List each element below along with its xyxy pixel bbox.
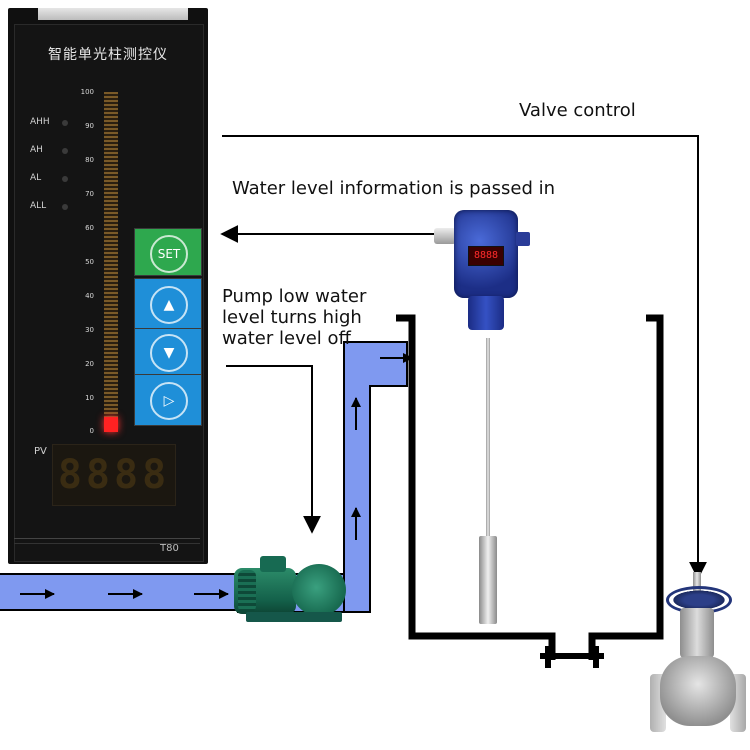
pv-display-value: 8888 — [57, 452, 171, 498]
pump-control-line — [226, 365, 321, 534]
scale-tick: 0 — [89, 427, 94, 435]
alarm-label-all: ALL — [30, 201, 47, 211]
scale-tick: 60 — [85, 224, 94, 232]
down-key[interactable]: ▼ — [134, 328, 202, 376]
pv-label: PV — [34, 446, 47, 457]
alarm-led — [62, 120, 68, 126]
pump-fan-cover — [238, 570, 256, 612]
transmitter-cap — [516, 232, 530, 246]
scale-tick: 70 — [85, 190, 94, 198]
alarm-label-ahh: AHH — [30, 117, 50, 127]
set-key[interactable]: SET — [134, 228, 202, 276]
scale-tick: 20 — [85, 360, 94, 368]
controller-top-bezel — [38, 8, 188, 20]
alarm-led — [62, 176, 68, 182]
shift-key[interactable]: ▷ — [134, 374, 202, 426]
set-key-label: SET — [150, 235, 188, 273]
probe-rod — [486, 338, 490, 538]
tank-outlet — [540, 646, 604, 668]
scale-tick: 80 — [85, 156, 94, 164]
scale-tick: 10 — [85, 394, 94, 402]
level-transmitter: 8888 — [434, 210, 536, 340]
level-probe — [479, 536, 497, 624]
shift-arrow-icon: ▷ — [150, 382, 188, 420]
valve-control-label: Valve control — [519, 100, 636, 121]
valve-body — [660, 656, 736, 726]
scale-tick: 100 — [80, 88, 94, 96]
pv-display: 8888 — [52, 444, 176, 506]
tank-wall — [396, 314, 664, 660]
alarm-label-ah: AH — [30, 145, 43, 155]
pump-label-line-2: level turns high — [222, 307, 362, 328]
scale-tick: 50 — [85, 258, 94, 266]
transmitter-display: 8888 — [468, 246, 504, 266]
water-pump — [234, 556, 350, 626]
valve-control-line — [222, 135, 707, 580]
water-level-info-label: Water level information is passed in — [232, 178, 556, 199]
pump-head — [292, 564, 346, 616]
scale-tick: 30 — [85, 326, 94, 334]
light-column-level — [104, 417, 118, 432]
gate-valve — [650, 572, 746, 748]
alarm-led — [62, 148, 68, 154]
pump-label-line-1: Pump low water — [222, 286, 367, 307]
light-column-bar — [104, 92, 118, 432]
alarm-led — [62, 204, 68, 210]
up-triangle-icon: ▲ — [150, 286, 188, 324]
transmitter-display-value: 8888 — [473, 250, 499, 261]
scale-tick: 90 — [85, 122, 94, 130]
pipe-segment-horizontal — [0, 575, 240, 609]
pump-label-line-3: water level off — [222, 328, 351, 349]
valve-bonnet — [680, 608, 714, 658]
cable-gland — [434, 228, 456, 244]
alarm-label-al: AL — [30, 173, 42, 183]
down-triangle-icon: ▼ — [150, 334, 188, 372]
valve-handwheel — [666, 586, 732, 614]
transmitter-neck — [468, 296, 504, 330]
pump-base — [246, 612, 342, 622]
pump-terminal-box — [260, 556, 286, 572]
scale-tick: 40 — [85, 292, 94, 300]
controller-bottom-trim — [14, 538, 200, 544]
controller-model: T80 — [160, 543, 179, 554]
up-key[interactable]: ▲ — [134, 278, 202, 330]
controller-title: 智能单光柱测控仪 — [48, 47, 168, 63]
